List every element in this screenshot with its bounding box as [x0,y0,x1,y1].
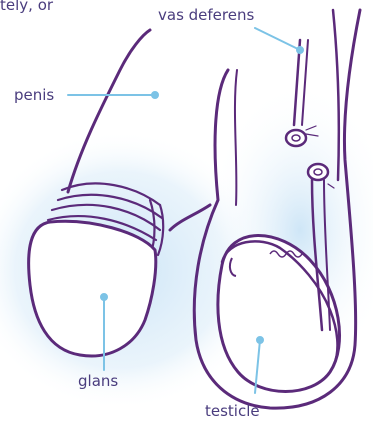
label-vas-deferens: vas deferens [158,6,254,24]
glans-outline [29,221,156,356]
leader-vas-deferens [255,28,300,50]
label-testicle: testicle [205,402,260,420]
leader-dot-vas-deferens [297,47,303,53]
label-glans: glans [78,372,118,390]
leader-dot-glans [101,294,107,300]
vas-deferens-cut-lower-hole [314,169,322,175]
label-penis: penis [14,86,54,104]
vas-deferens-cut-upper-hole [292,135,300,141]
leader-dot-penis [152,92,158,98]
partial-caption-text: tely, or [0,0,53,14]
leader-dot-testicle [257,337,263,343]
